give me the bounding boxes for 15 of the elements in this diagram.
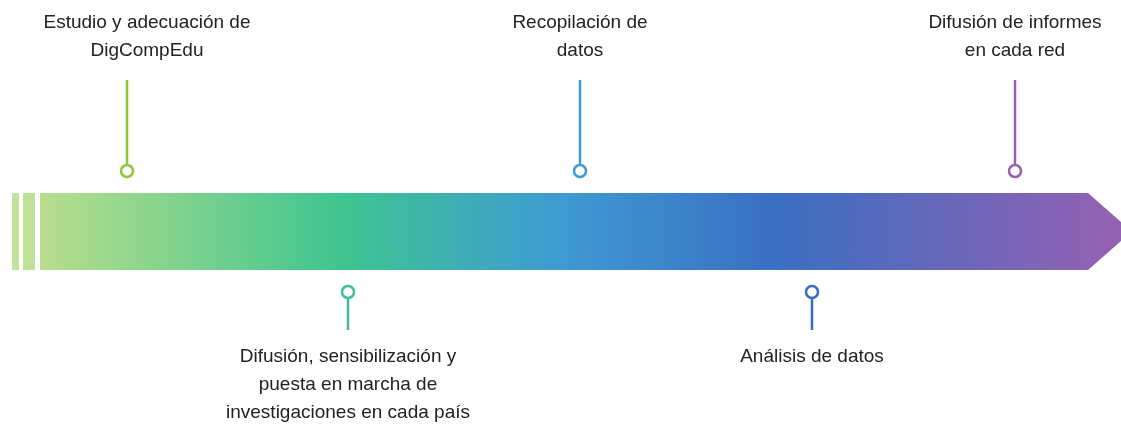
milestone-label: Estudio y adecuación de DigCompEdu (42, 10, 252, 62)
milestone-label: Recopilación de datos (511, 10, 649, 62)
milestone-marker (1007, 163, 1023, 179)
leader-line (578, 80, 582, 165)
milestone-marker (340, 284, 356, 300)
leader-line (125, 80, 129, 165)
leader-line (1013, 80, 1017, 165)
milestone-marker (804, 284, 820, 300)
leader-line (346, 298, 350, 330)
leader-line (810, 298, 814, 330)
milestone-label: Análisis de datos (739, 344, 885, 368)
milestone-marker (119, 163, 135, 179)
milestone-marker (572, 163, 588, 179)
milestone-label: Difusión de informes en cada red (927, 10, 1103, 62)
milestone-label: Difusión, sensibilización y puesta en marcha de investigaciones en cada país (225, 344, 471, 424)
